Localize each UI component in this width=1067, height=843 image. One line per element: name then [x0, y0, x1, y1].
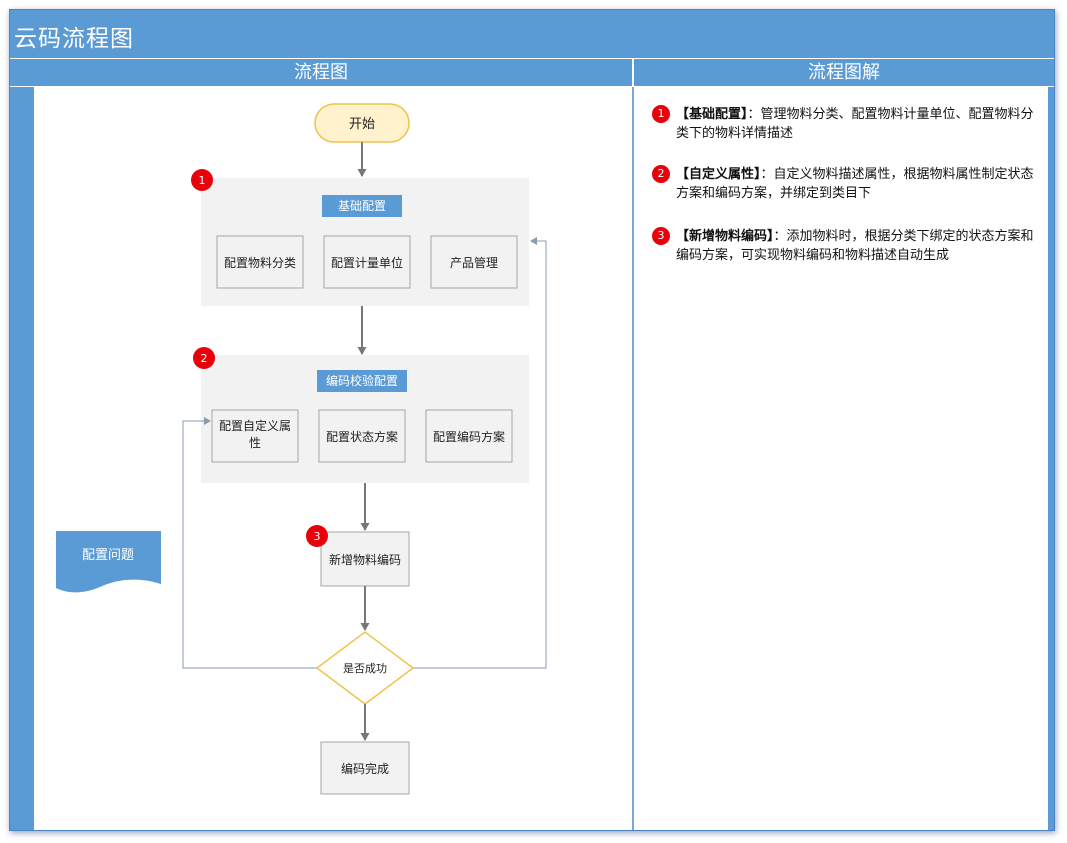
group2-title: 编码校验配置: [326, 373, 398, 388]
step3-badge-number: 3: [314, 530, 321, 543]
box-configure-custom-attribute: [211, 409, 299, 463]
note2-badge: 2: [652, 165, 670, 183]
group2-title-box: [317, 370, 407, 392]
loop-to-group1: [413, 237, 547, 669]
group1-badge: [191, 169, 213, 191]
note-custom-attribute: 2 【自定义属性】：自定义物料描述属性，根据物料属性制定状态方案和编码方案，并绑…: [652, 165, 1039, 203]
step3-badge: [306, 525, 328, 547]
page-title: 云码流程图: [14, 26, 134, 52]
title-bar: 云码流程图: [10, 10, 1054, 58]
box-configure-code-scheme: [425, 409, 513, 463]
config-issue-document-shape: [56, 531, 161, 593]
flowchart-diagram: 开始 1 基础配置 配置物料分类 配置计量单位 产品管理 2 编码校验配置 配置…: [56, 103, 547, 795]
box-product-management-label: 产品管理: [450, 255, 498, 270]
box-configure-status-scheme-label: 配置状态方案: [326, 429, 398, 444]
note2-body: ：自定义物料描述属性，根据物料属性制定状态方案和编码方案，并绑定到类目下: [676, 167, 1034, 201]
note1-badge: 1: [652, 105, 670, 123]
lane-strip: [10, 87, 34, 830]
decision-label: 是否成功: [343, 662, 387, 675]
note3-heading: 【新增物料编码】: [676, 229, 774, 244]
box-configure-material-category-label: 配置物料分类: [224, 256, 296, 270]
group1-title: 基础配置: [338, 199, 386, 213]
note2-text: 【自定义属性】：自定义物料描述属性，根据物料属性制定状态方案和编码方案，并绑定到…: [676, 165, 1039, 203]
start-label: 开始: [349, 117, 375, 132]
note1-text: 【基础配置】：管理物料分类、配置物料计量单位、配置物料分类下的物料详情描述: [676, 105, 1039, 143]
column-divider: [632, 87, 634, 830]
note-add-material-code: 3 【新增物料编码】：添加物料时，根据分类下绑定的状态方案和编码方案，可实现物料…: [652, 227, 1039, 265]
box-configure-unit-label: 配置计量单位: [331, 255, 403, 270]
column-header-flowchart: 流程图: [10, 59, 632, 86]
group1-title-box: [322, 195, 402, 217]
box-configure-material-category: [216, 235, 304, 289]
flowchart-frame: 云码流程图 流程图 流程图解 开始 1 基础配置 配置物料分类 配置计量单位 产…: [9, 9, 1055, 831]
custom-attribute-line2: 性: [249, 436, 261, 450]
note2-heading: 【自定义属性】: [676, 167, 761, 182]
box-configure-code-scheme-label: 配置编码方案: [433, 429, 505, 444]
loop-failure-to-group2: [182, 417, 317, 669]
box-product-management: [430, 235, 518, 289]
config-issue-label: 配置问题: [82, 548, 134, 563]
box-add-material-code-label: 新增物料编码: [329, 552, 401, 567]
note1-heading: 【基础配置】: [676, 107, 748, 122]
box-add-material-code: [320, 531, 410, 587]
group1-badge-number: 1: [199, 174, 206, 187]
box-configure-status-scheme: [318, 409, 406, 463]
note3-badge: 3: [652, 227, 670, 245]
group2-badge: [193, 347, 215, 369]
custom-attribute-line1: 配置自定义属: [219, 418, 291, 433]
column-header-explanation: 流程图解: [634, 59, 1054, 86]
note3-body: ：添加物料时，根据分类下绑定的状态方案和编码方案，可实现物料编码和物料描述自动生…: [676, 229, 1034, 263]
box-configure-custom-attribute-label: 配置自定义属性: [219, 418, 291, 450]
group2-badge-number: 2: [201, 352, 208, 365]
box-coding-complete-label: 编码完成: [341, 761, 389, 776]
note1-body: ：管理物料分类、配置物料计量单位、配置物料分类下的物料详情描述: [676, 107, 1034, 141]
note-basic-config: 1 【基础配置】：管理物料分类、配置物料计量单位、配置物料分类下的物料详情描述: [652, 105, 1039, 143]
right-border-strip: [1048, 87, 1054, 830]
note3-text: 【新增物料编码】：添加物料时，根据分类下绑定的状态方案和编码方案，可实现物料编码…: [676, 227, 1039, 265]
box-configure-unit: [323, 235, 411, 289]
box-coding-complete: [320, 741, 410, 795]
